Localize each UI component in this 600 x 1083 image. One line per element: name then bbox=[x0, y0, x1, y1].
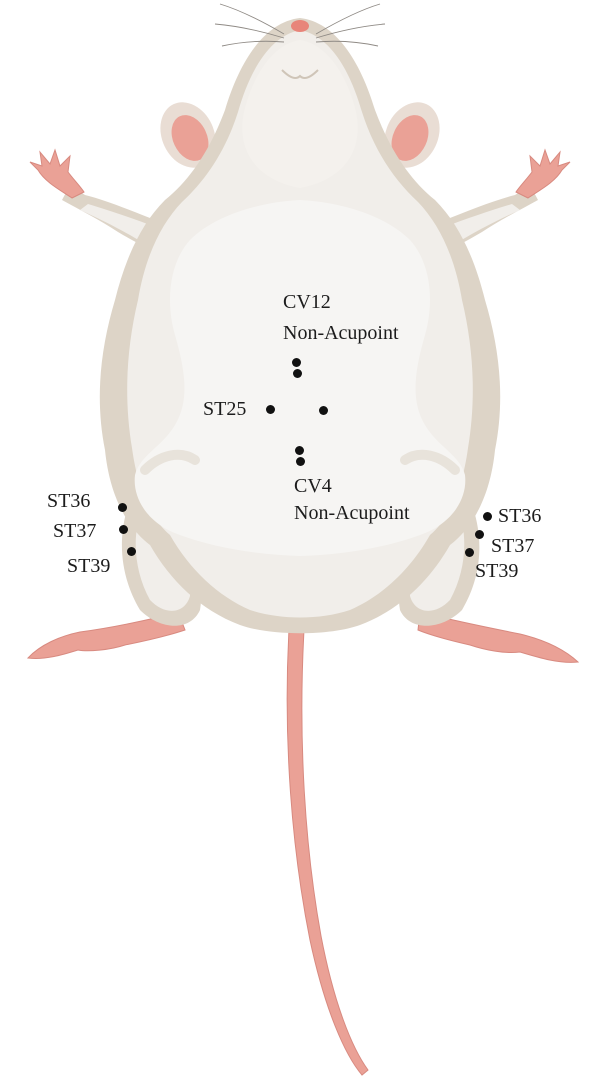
cv4-non-acupoint-point bbox=[295, 456, 305, 466]
cv12-non-acupoint-label: Non-Acupoint bbox=[283, 322, 399, 344]
right-front-paw bbox=[515, 148, 571, 199]
cv4-non-acupoint-label: Non-Acupoint bbox=[294, 502, 410, 524]
cv4-label: CV4 bbox=[294, 475, 332, 497]
whiskers bbox=[214, 3, 386, 47]
left-st36-point bbox=[117, 502, 127, 512]
right-st39-point bbox=[464, 547, 474, 557]
st25-label: ST25 bbox=[203, 398, 247, 420]
mouse-mouth bbox=[281, 69, 319, 79]
cv12-point bbox=[291, 357, 301, 367]
st25-left-point bbox=[265, 404, 275, 414]
left-st37-point bbox=[118, 524, 128, 534]
left-st39-label: ST39 bbox=[67, 555, 111, 577]
right-st36-label: ST36 bbox=[498, 505, 542, 527]
tail bbox=[286, 629, 369, 1076]
left-st39-point bbox=[126, 546, 136, 556]
right-hind-foot bbox=[417, 611, 580, 663]
right-st37-label: ST37 bbox=[491, 535, 535, 557]
mouse-belly bbox=[134, 200, 466, 556]
right-st36-point bbox=[482, 511, 492, 521]
right-st39-label: ST39 bbox=[475, 560, 519, 582]
right-st37-point bbox=[474, 529, 484, 539]
left-st36-label: ST36 bbox=[47, 490, 91, 512]
left-st37-label: ST37 bbox=[53, 520, 97, 542]
cv12-label: CV12 bbox=[283, 291, 331, 313]
mouse-nose bbox=[291, 20, 309, 32]
cv4-point bbox=[294, 445, 304, 455]
left-front-paw bbox=[29, 148, 85, 199]
mouse-head bbox=[242, 40, 358, 188]
st25-right-point bbox=[318, 405, 328, 415]
left-hind-foot bbox=[26, 611, 186, 659]
cv12-non-acupoint-point bbox=[292, 368, 302, 378]
